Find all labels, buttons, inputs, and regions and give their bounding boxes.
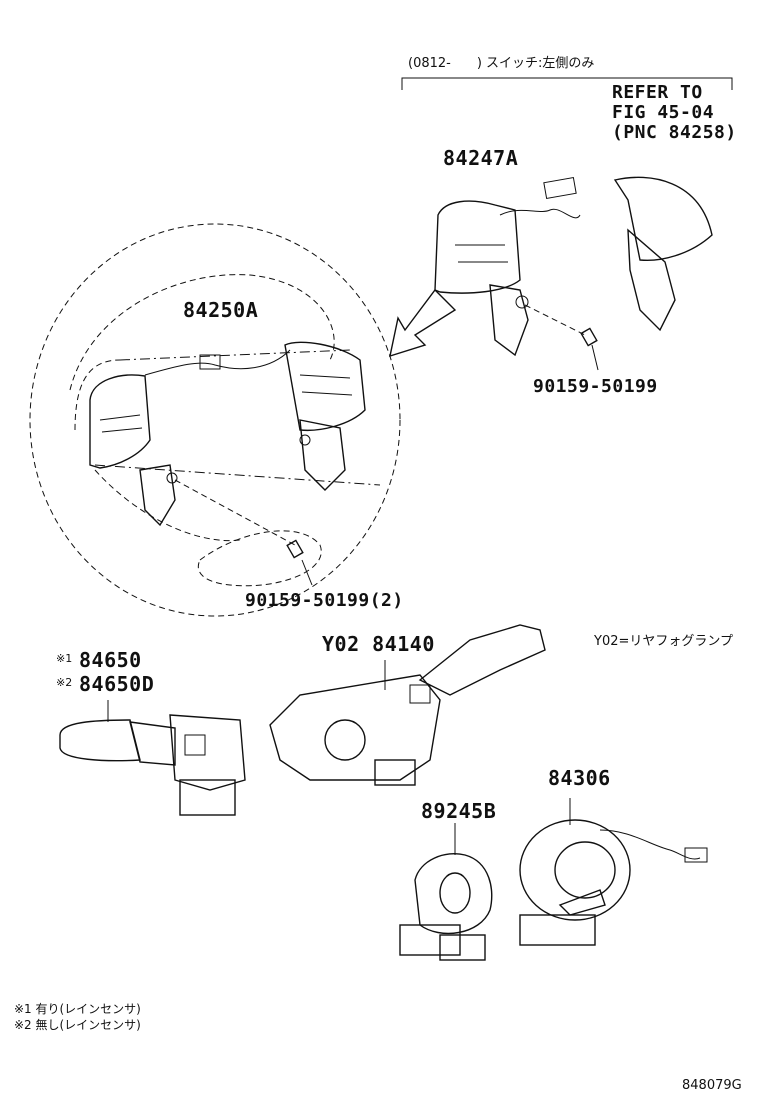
legend-note-1: ※1 有り(レインセンサ) <box>14 1002 141 1016</box>
switch-pad-right <box>144 341 366 491</box>
refer-line-3: (PNC 84258) <box>612 122 737 143</box>
part-number-90159-50199-x2[interactable]: 90159-50199(2) <box>245 590 404 611</box>
part-number-90159-50199[interactable]: 90159-50199 <box>533 376 658 397</box>
screw-upper <box>524 304 599 371</box>
combination-switch-84140 <box>269 624 546 786</box>
refer-line-2: FIG 45-04 <box>612 102 715 123</box>
part-number-84306[interactable]: 84306 <box>548 766 611 790</box>
switch-84247A <box>434 176 581 357</box>
mark-2: ※2 <box>56 676 73 689</box>
sensor-89245B <box>399 823 493 961</box>
part-number-84247A[interactable]: 84247A <box>443 146 519 170</box>
screw-lower <box>174 479 313 586</box>
legend-note-2: ※2 無し(レインセンサ) <box>14 1018 141 1032</box>
direction-arrow <box>389 288 457 358</box>
mark-1: ※1 <box>56 652 73 665</box>
switch-pad-left <box>89 374 178 527</box>
refer-line-1: REFER TO <box>612 82 703 103</box>
header-bracket <box>401 77 733 90</box>
steering-wheel-outline <box>29 223 401 617</box>
figure-id: 848079G <box>682 1078 742 1093</box>
part-number-89245B[interactable]: 89245B <box>421 799 497 823</box>
part-number-84140[interactable]: Y02 84140 <box>322 632 435 656</box>
switch-84258 <box>613 176 713 332</box>
range-note: (0812- ) スイッチ:左側のみ <box>408 56 595 71</box>
legend-y02: Y02=リヤフォグランプ <box>594 634 733 649</box>
part-number-84650[interactable]: 84650 <box>79 648 142 672</box>
lever-switch-84650 <box>59 700 246 816</box>
part-number-84650D[interactable]: 84650D <box>79 672 155 696</box>
part-number-84250A[interactable]: 84250A <box>183 298 259 322</box>
spiral-cable-84306 <box>519 798 708 946</box>
